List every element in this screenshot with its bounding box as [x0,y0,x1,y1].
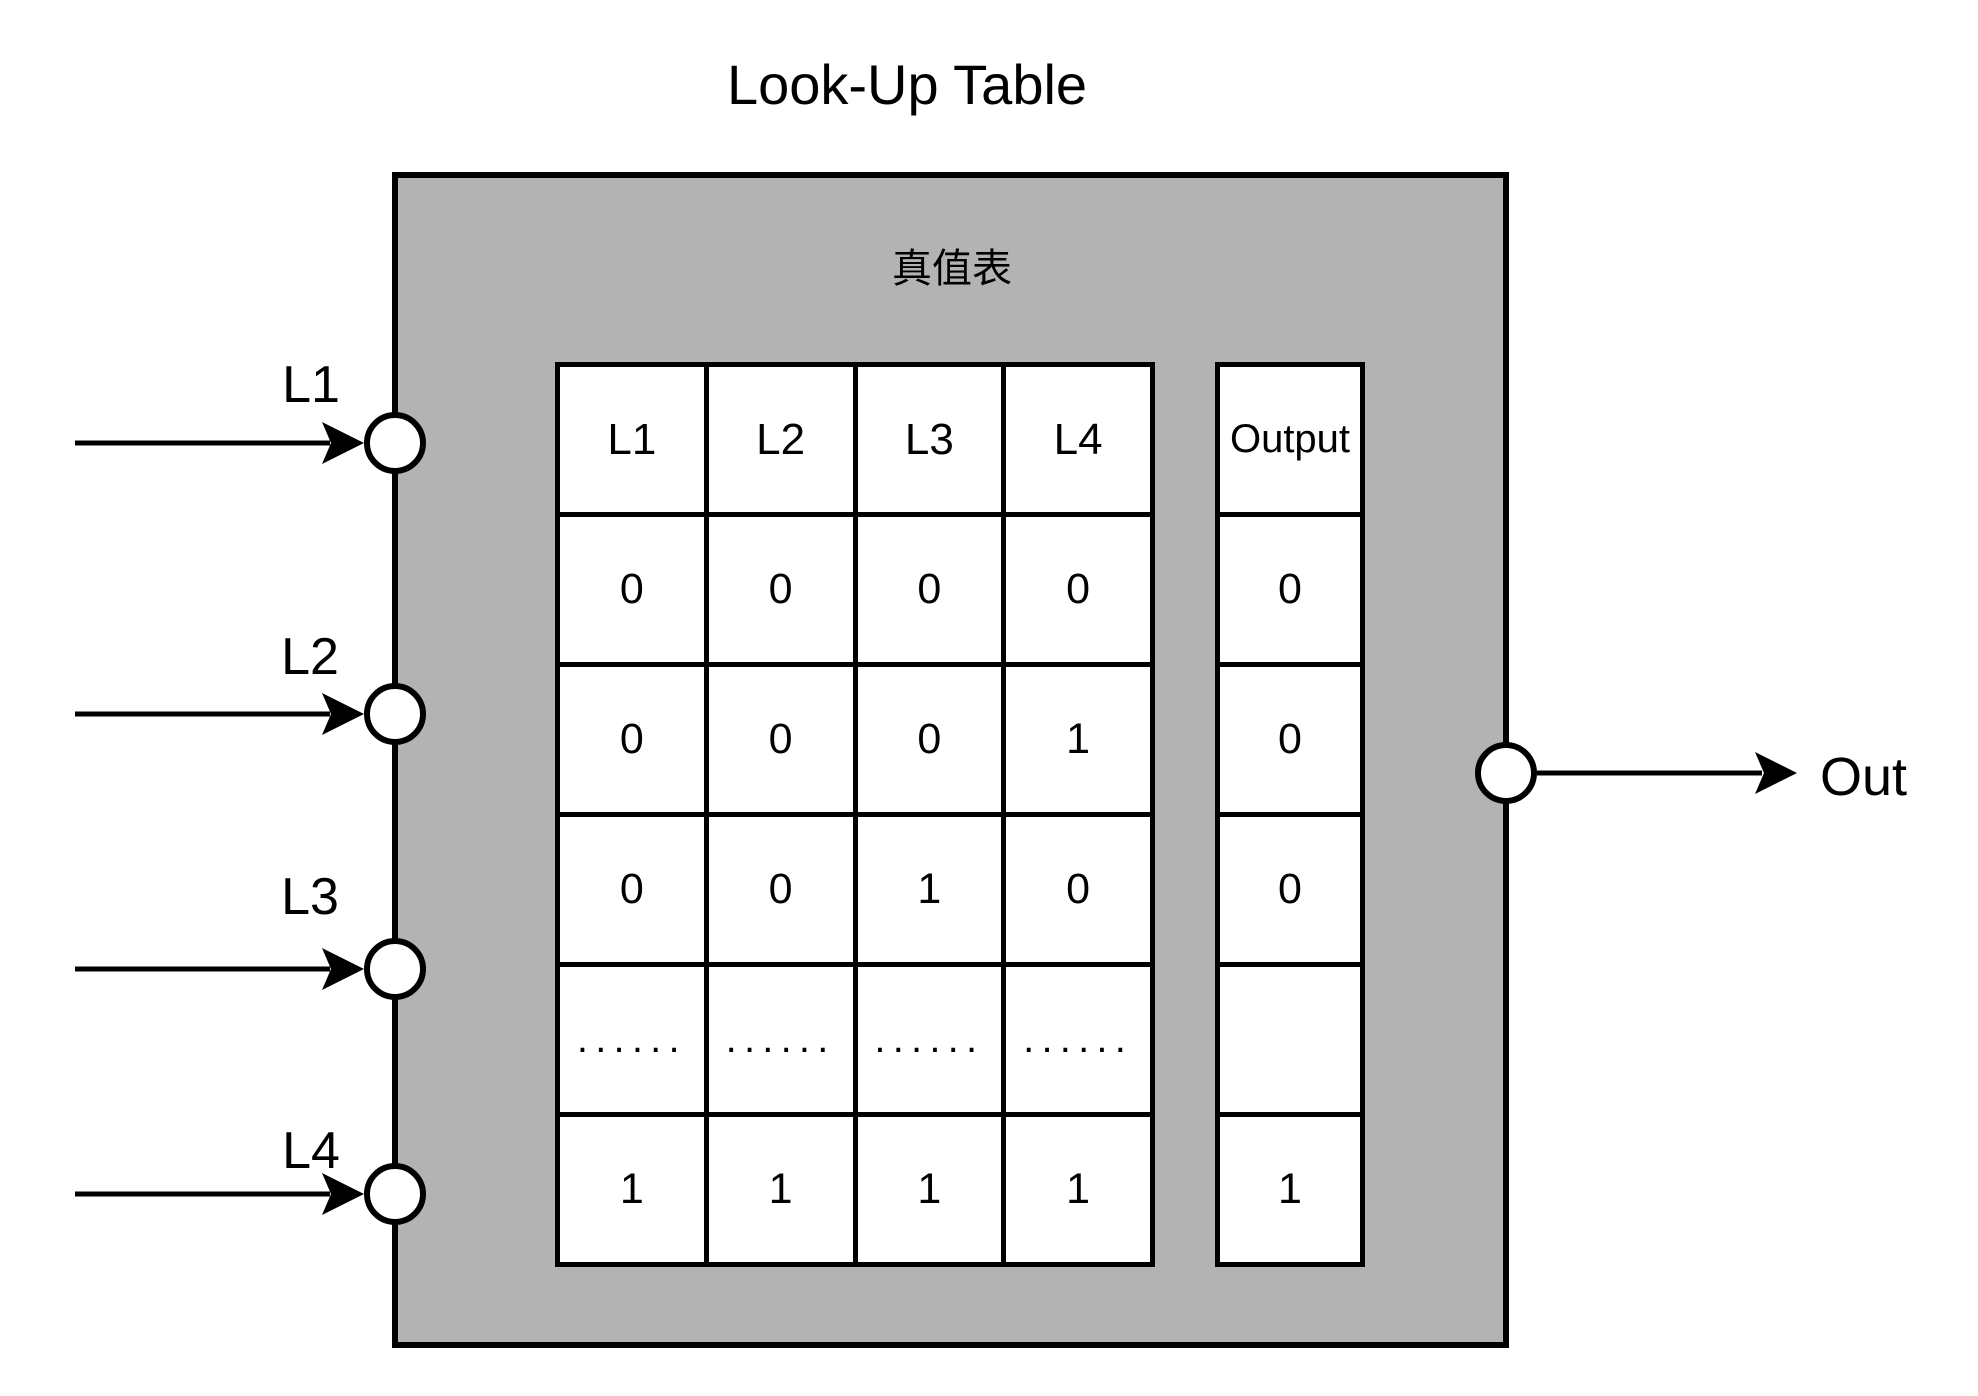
table-cell: 0 [560,517,704,662]
input-pin-circle-l1 [364,412,426,474]
output-cell: 0 [1220,817,1360,962]
input-label-l2: L2 [281,628,339,686]
arrowhead-icon [322,693,364,735]
table-cell-ellipsis: ...... [708,967,853,1112]
table-cell: 0 [857,667,1002,812]
table-cell-ellipsis: ...... [857,967,1002,1112]
arrowhead-icon [1755,752,1797,794]
table-cell: 1 [708,1117,853,1262]
table-cell: 1 [1006,667,1150,812]
table-cell: 1 [857,817,1002,962]
input-arrow-l3 [75,948,364,990]
output-cell: 1 [1220,1117,1360,1262]
input-pin-circle-l3 [364,938,426,1000]
output-cell: 0 [1220,517,1360,662]
input-label-l3: L3 [281,868,339,926]
table-cell-ellipsis: ...... [1006,967,1150,1112]
table-header-cell: L2 [708,367,853,512]
table-cell: 1 [857,1117,1002,1262]
table-cell: 0 [560,817,704,962]
table-cell: 1 [560,1117,704,1262]
input-label-l1: L1 [282,356,340,414]
truth-table: L1 L2 L3 L4 0 0 0 0 0 0 0 1 0 0 1 0 ....… [555,362,1155,1267]
output-label: Out [1820,747,1908,807]
output-cell [1220,967,1360,1112]
diagram-title: Look-Up Table [726,53,1088,116]
arrowhead-icon [322,1173,364,1215]
output-header-cell: Output [1220,367,1360,512]
input-arrow-l4 [75,1173,364,1215]
input-pin-circle-l2 [364,683,426,745]
output-cell: 0 [1220,667,1360,812]
input-arrow-l2 [75,693,364,735]
table-header-cell: L1 [560,367,704,512]
table-cell: 0 [560,667,704,812]
input-pin-circle-l4 [364,1163,426,1225]
table-cell: 0 [708,667,853,812]
input-arrow-l1 [75,422,364,464]
table-cell: 0 [1006,817,1150,962]
table-header-cell: L4 [1006,367,1150,512]
table-cell: 1 [1006,1117,1150,1262]
table-cell: 0 [708,817,853,962]
truth-table-label: 真值表 [892,247,1012,291]
table-cell: 0 [1006,517,1150,662]
arrowhead-icon [322,948,364,990]
arrowhead-icon [322,422,364,464]
table-header-cell: L3 [857,367,1002,512]
input-label-l4: L4 [282,1122,340,1180]
output-pin-circle [1475,742,1537,804]
table-cell: 0 [708,517,853,662]
output-arrow [1537,752,1797,794]
output-column: Output 0 0 0 1 [1215,362,1365,1267]
table-cell-ellipsis: ...... [560,967,704,1112]
table-cell: 0 [857,517,1002,662]
